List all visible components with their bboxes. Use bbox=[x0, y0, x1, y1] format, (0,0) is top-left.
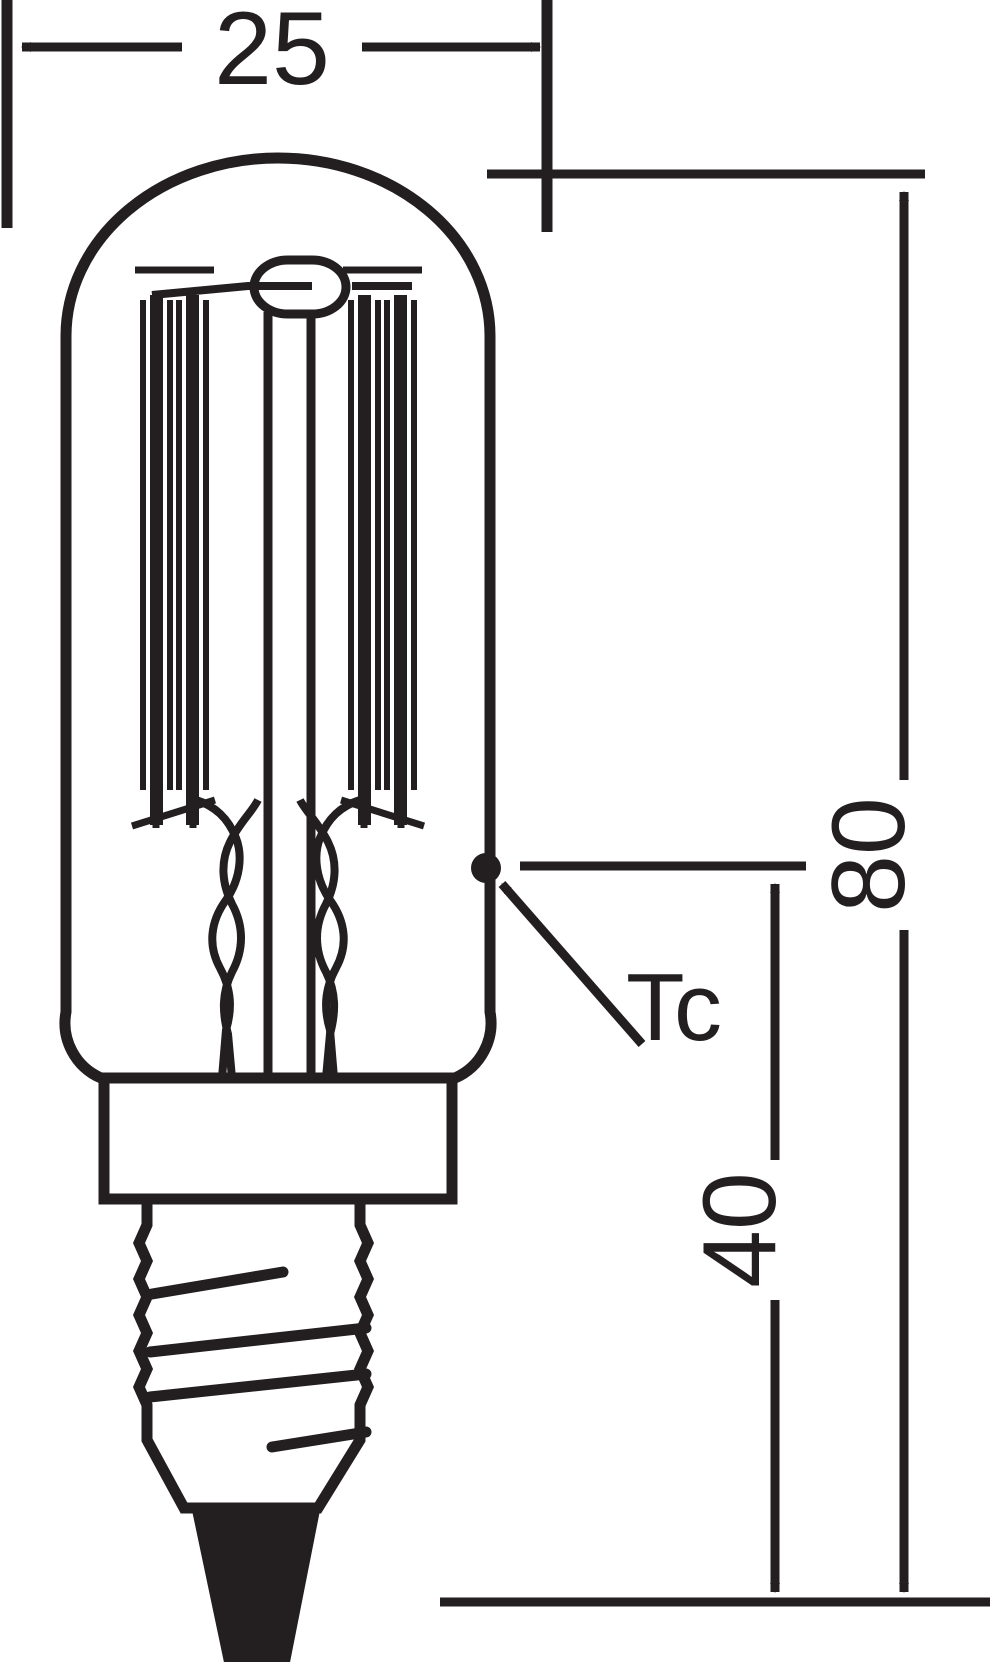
filament-top-support-wire bbox=[151, 282, 412, 299]
total-height-dimension-group: 80 bbox=[811, 191, 927, 1593]
tc-height-dimension-group: 40 bbox=[520, 861, 806, 1593]
tc-point-marker bbox=[471, 853, 501, 883]
thread-line-1 bbox=[146, 1266, 289, 1300]
tc-height-dimension-label: 40 bbox=[682, 1172, 798, 1288]
filament-bar-3 bbox=[358, 295, 371, 825]
filament-holder-1 bbox=[140, 300, 173, 790]
filament-bar-1 bbox=[150, 295, 163, 825]
filament-assembly-group bbox=[130, 255, 426, 1079]
filament-bar-4 bbox=[394, 295, 407, 825]
thread-line-4 bbox=[266, 1426, 372, 1453]
stem-cap bbox=[249, 255, 351, 319]
lamp-base-group bbox=[98, 1072, 458, 1662]
lead-wire-left-inner bbox=[219, 798, 262, 1079]
filament-holder-4 bbox=[384, 300, 417, 790]
total-height-dimension-label: 80 bbox=[811, 797, 927, 913]
filament-bar-2 bbox=[186, 295, 199, 825]
tc-callout-group: Tc bbox=[471, 853, 722, 1061]
width-dimension-group: 25 bbox=[1, 0, 553, 232]
lead-wire-right-inner bbox=[296, 798, 339, 1079]
tc-leader-arrow bbox=[498, 881, 646, 1047]
thread-line-3 bbox=[144, 1368, 372, 1403]
width-dimension-label: 25 bbox=[214, 0, 330, 107]
base-solder-contact bbox=[191, 1506, 321, 1662]
tc-label: Tc bbox=[626, 954, 722, 1061]
thread-line-2 bbox=[144, 1322, 372, 1358]
filament-holder-3 bbox=[348, 300, 381, 790]
filament-holder-2 bbox=[176, 300, 209, 790]
